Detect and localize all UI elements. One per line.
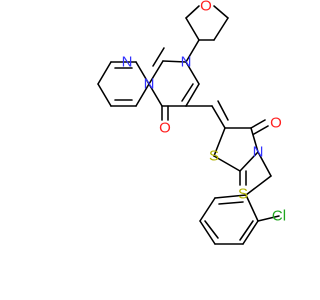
bond <box>213 17 229 41</box>
bond <box>217 100 229 121</box>
atom-label-n-pyridine: N <box>122 54 133 71</box>
bond <box>135 61 150 85</box>
bond <box>135 83 150 107</box>
bond <box>250 127 259 153</box>
bond <box>213 127 226 157</box>
bond <box>97 61 112 85</box>
bond <box>257 215 280 222</box>
bond <box>245 175 272 196</box>
bond <box>162 60 187 63</box>
bond <box>253 125 269 135</box>
bond <box>250 119 266 129</box>
atom-label-s-ring: S <box>209 148 219 165</box>
bond <box>213 155 241 172</box>
atom-label-o-thiazolidinone: O <box>270 115 282 132</box>
bond <box>199 197 216 222</box>
bond <box>245 194 259 222</box>
bond <box>185 17 200 41</box>
bond <box>214 194 247 199</box>
bond <box>257 151 272 177</box>
molecule-structure: N N N O O O S S N Cl <box>97 0 286 245</box>
bond <box>239 151 259 172</box>
atom-label-o-morpholine: O <box>200 0 212 15</box>
atom-label-n-thiazolidinone: N <box>253 144 264 161</box>
bond <box>185 39 200 63</box>
bond <box>181 83 194 102</box>
bond <box>242 220 259 245</box>
bond <box>199 220 216 245</box>
molecule-diagram-canvas: N N N O O O S S N Cl <box>97 0 287 245</box>
bond <box>185 61 200 85</box>
bond <box>211 105 226 129</box>
bond <box>218 201 244 205</box>
bond <box>185 5 200 19</box>
atom-label-n-morpholine: N <box>181 54 192 71</box>
atom-label-n-ring-junction: N <box>144 76 155 93</box>
bond <box>148 60 164 85</box>
atom-label-chlorine: Cl <box>272 208 286 225</box>
atom-label-o-pyridopyrimidinone: O <box>159 120 171 137</box>
atom-label-s-thione: S <box>238 186 248 203</box>
bond <box>213 5 229 19</box>
bond <box>148 83 163 107</box>
bond <box>97 83 112 107</box>
bond <box>239 220 254 241</box>
bond <box>152 47 165 67</box>
bond <box>185 83 200 107</box>
bond <box>204 220 219 239</box>
